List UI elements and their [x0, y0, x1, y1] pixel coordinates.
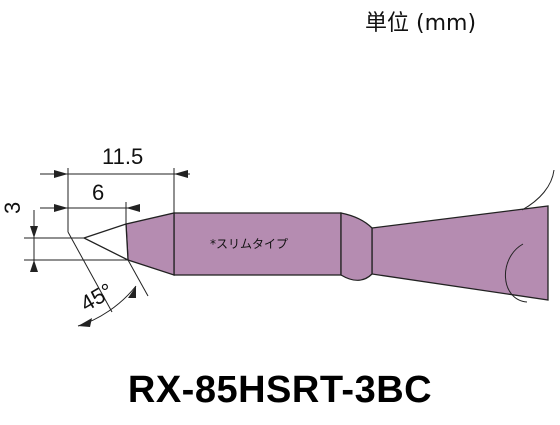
arrow-left — [54, 204, 68, 212]
shoulder — [340, 212, 373, 281]
angle-leg-face — [127, 259, 149, 297]
sleeve — [371, 205, 549, 301]
bevel-tip — [82, 223, 129, 262]
cable-curve-top — [521, 169, 555, 211]
body-label: *スリムタイプ — [210, 237, 288, 251]
dimension-tip-width: 3 — [0, 202, 128, 272]
arrow-arc-right — [128, 286, 136, 298]
total-length-value: 11.5 — [102, 144, 143, 169]
taper — [125, 212, 175, 276]
tip-length-value: 6 — [92, 180, 104, 205]
tip-body: *スリムタイプ — [82, 205, 549, 301]
cable-curve-bottom — [505, 243, 528, 303]
angle-leg — [67, 231, 113, 313]
grip-segment — [173, 212, 342, 276]
arrow-arc-left — [78, 318, 92, 327]
dimension-tip-length: 6 — [40, 180, 140, 226]
arrow-right — [126, 204, 140, 212]
arrow-right — [174, 170, 188, 178]
dimension-total-length: 11.5 — [40, 144, 190, 232]
unit-label: 単位 (mm) — [365, 11, 476, 36]
arrow-bottom — [30, 260, 38, 272]
arrow-left — [54, 170, 68, 178]
arrow-top — [30, 226, 38, 238]
model-name: RX-85HSRT-3BC — [128, 369, 432, 411]
tip-width-value: 3 — [0, 202, 25, 214]
